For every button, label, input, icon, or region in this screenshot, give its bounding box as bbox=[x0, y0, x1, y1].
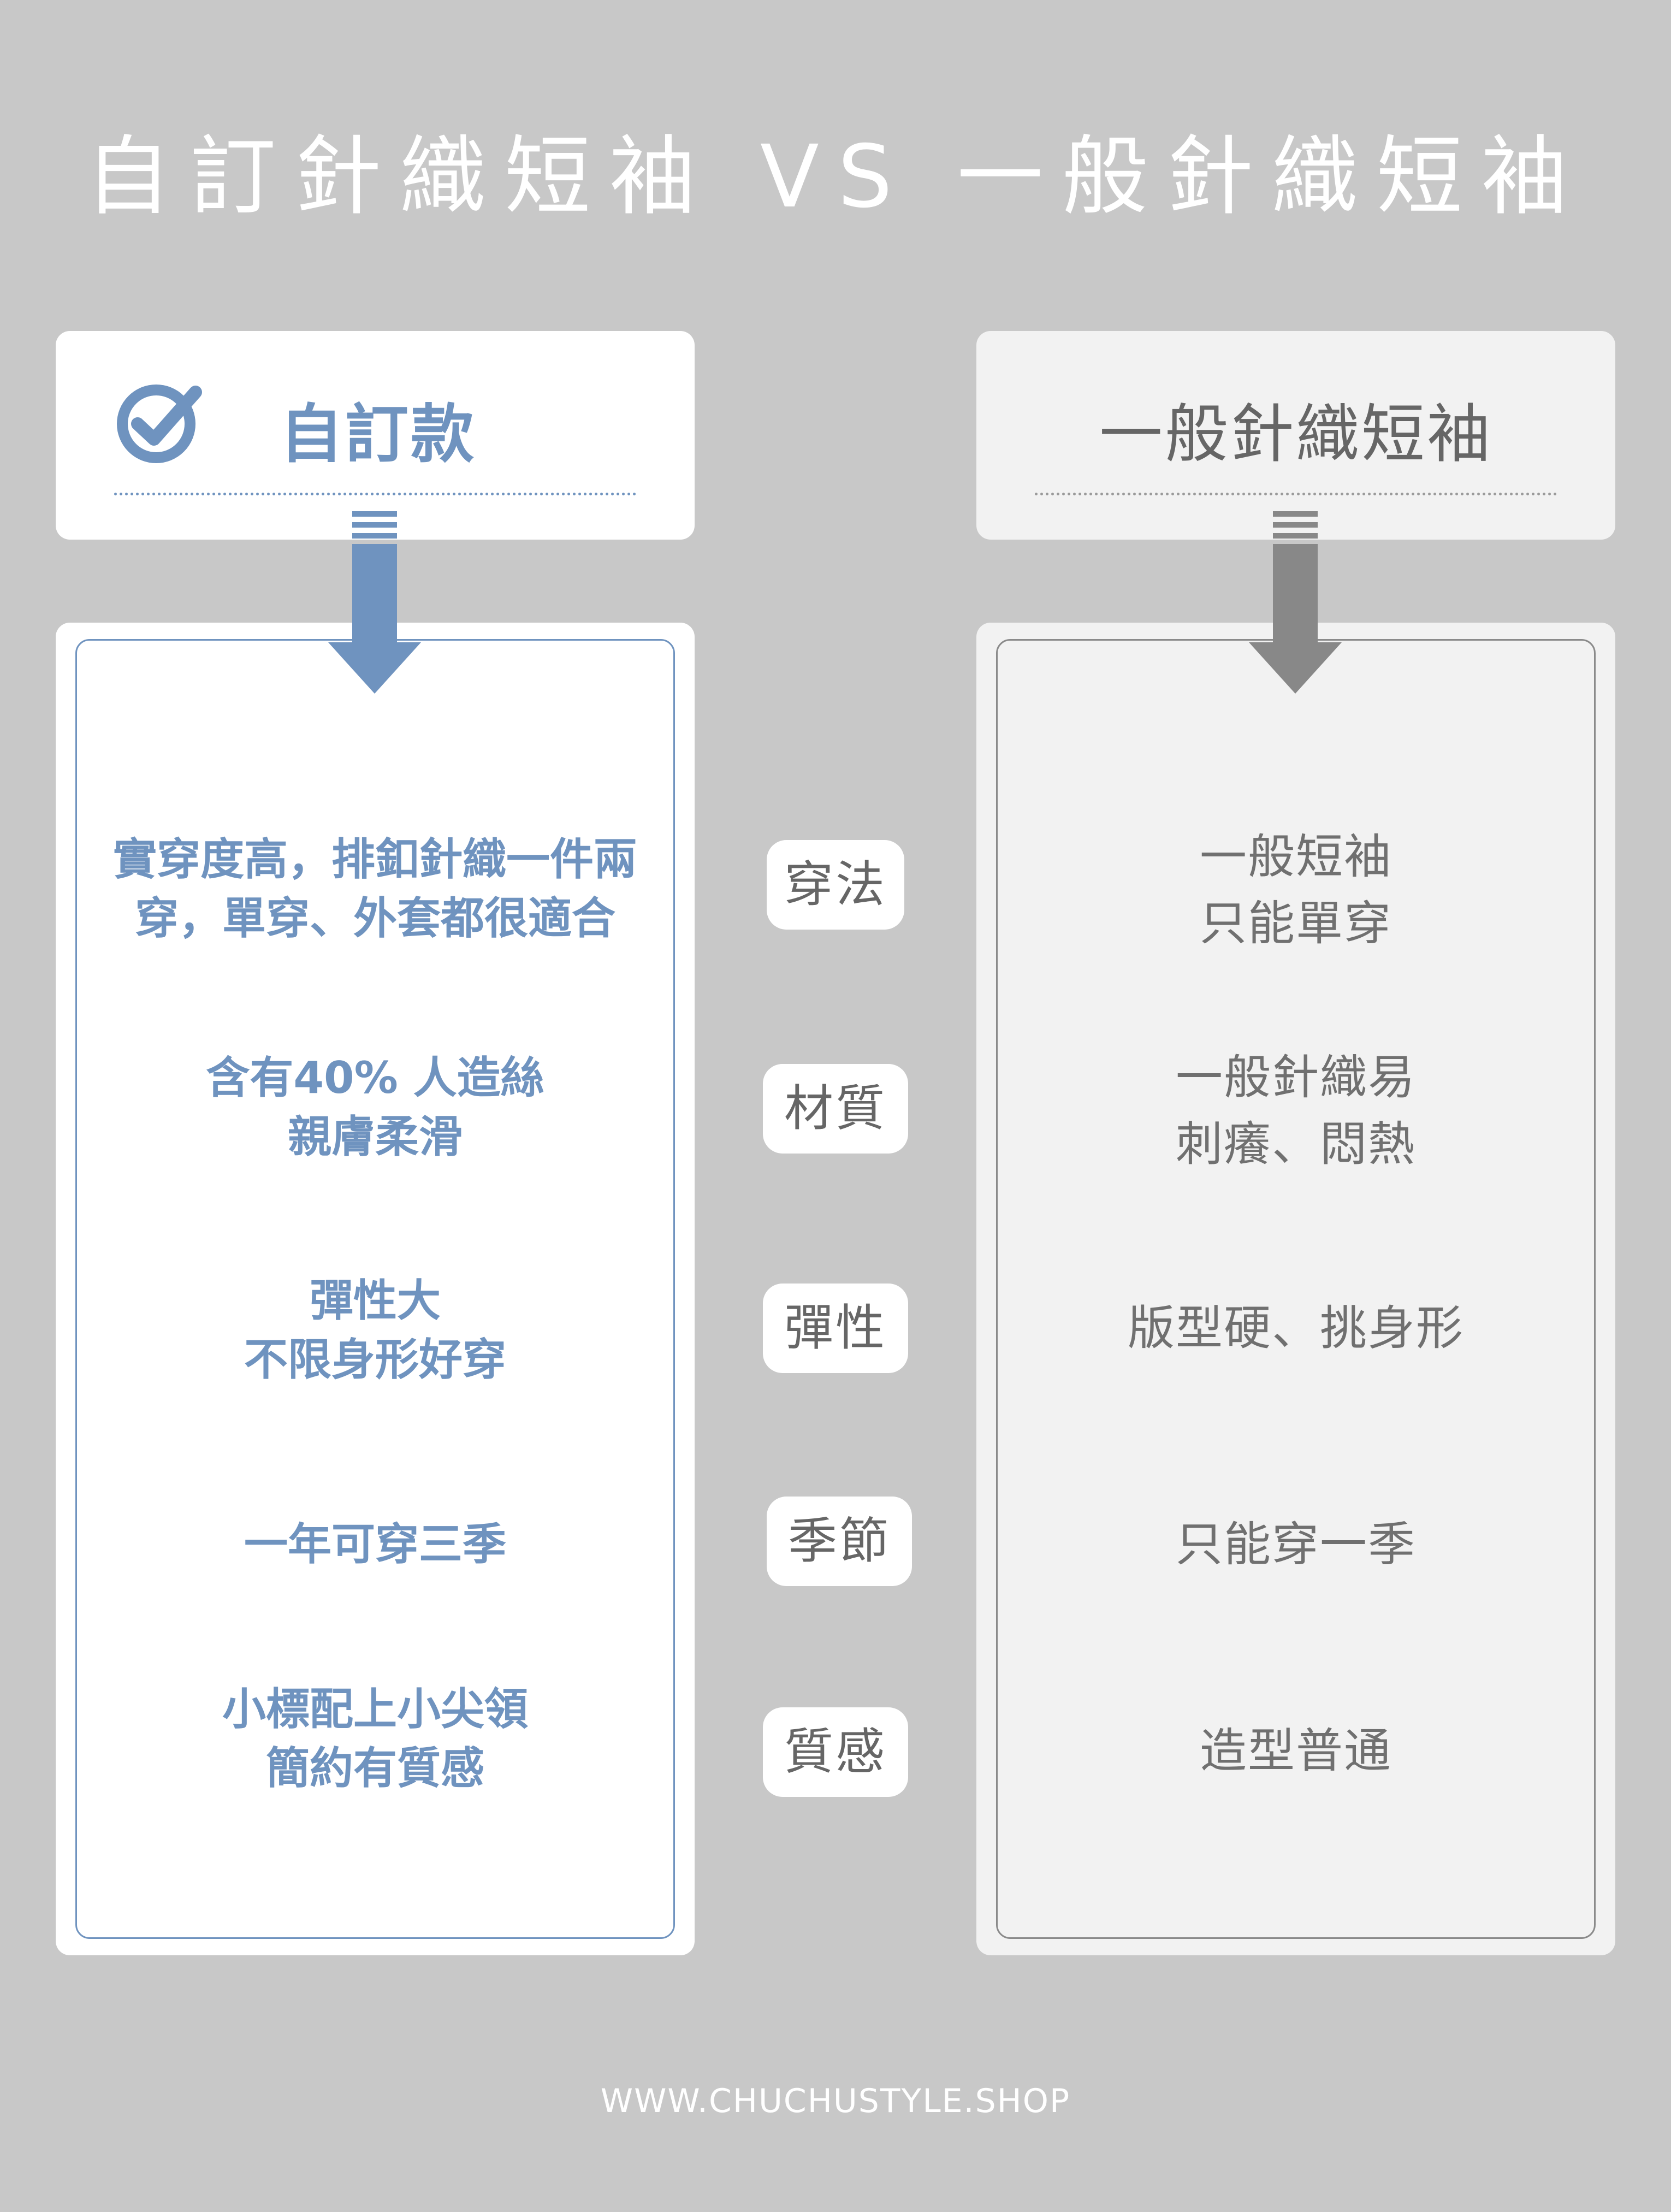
regular-header-label: 一般針織短袖 bbox=[1099, 398, 1492, 471]
footer-url: WWW.CHUCHUSTYLE.SHOP bbox=[600, 2082, 1071, 2120]
regular-header-card: 一般針織短袖 bbox=[976, 331, 1615, 540]
custom-cell-texture: 小標配上小尖領 簡約有質感 bbox=[222, 1684, 528, 1794]
regular-cell-material: 一般針織易 刺癢、悶熱 bbox=[1176, 1050, 1416, 1172]
regular-cell-wear: 一般短袖 只能單穿 bbox=[1200, 830, 1392, 951]
header-divider bbox=[1035, 493, 1557, 495]
custom-cell-season: 一年可穿三季 bbox=[244, 1519, 506, 1570]
custom-header-label: 自訂款 bbox=[280, 398, 476, 471]
custom-header-card: 自訂款 bbox=[56, 331, 695, 540]
category-pill-season: 季節 bbox=[767, 1497, 912, 1586]
regular-cell-texture: 造型普通 bbox=[1200, 1724, 1392, 1778]
custom-cell-wear: 實穿度高，排釦針織一件兩 穿，單穿、外套都很適合 bbox=[113, 834, 637, 944]
regular-cell-season: 只能穿一季 bbox=[1176, 1517, 1416, 1572]
page-title: 自訂針織短袖 VS 一般針織短袖 bbox=[85, 127, 1586, 227]
category-pill-texture: 質感 bbox=[763, 1707, 908, 1797]
custom-panel bbox=[56, 623, 695, 1955]
regular-cell-elasticity: 版型硬、挑身形 bbox=[1128, 1301, 1464, 1356]
category-pill-elasticity: 彈性 bbox=[763, 1284, 908, 1373]
arrow-down-icon bbox=[328, 511, 421, 694]
category-pill-wear: 穿法 bbox=[767, 840, 904, 930]
header-divider bbox=[114, 493, 636, 495]
custom-cell-material: 含有40% 人造絲 親膚柔滑 bbox=[206, 1052, 544, 1162]
arrow-down-icon bbox=[1249, 511, 1342, 694]
regular-panel bbox=[976, 623, 1615, 1955]
category-pill-material: 材質 bbox=[763, 1064, 908, 1154]
custom-cell-elasticity: 彈性大 不限身形好穿 bbox=[244, 1275, 506, 1385]
check-circle-icon bbox=[117, 385, 202, 463]
